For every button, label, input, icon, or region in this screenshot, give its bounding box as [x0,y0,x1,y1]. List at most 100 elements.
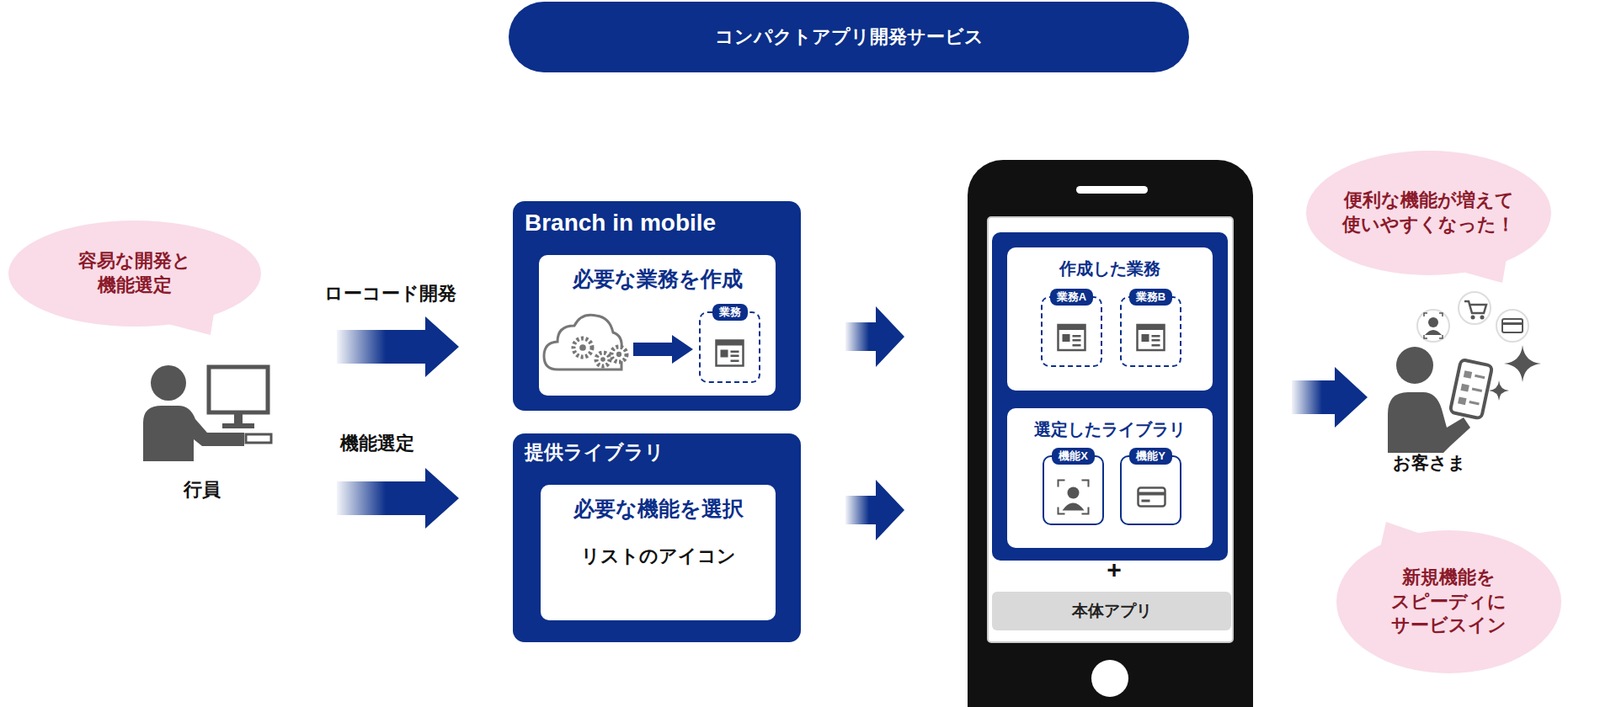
block-arrow [1291,367,1368,428]
window-image [1141,334,1150,342]
phone-item [1457,396,1467,406]
speech-bubble: 便利な機能が増えて 使いやすくなった！ [1306,150,1552,276]
small-arrow [633,335,694,364]
speech-bubble: 容易な開発と 機能選定 [8,220,262,327]
phone-item [1468,400,1479,406]
face-icon [1058,480,1089,515]
tile-tab: 業務 [712,304,748,321]
tile-icon [1121,457,1180,524]
face-icon [1428,317,1439,328]
staff-icon [143,365,272,462]
doc-icon [1137,325,1165,351]
cart-wheel [1471,315,1476,320]
window [716,341,744,367]
window-line [730,355,740,358]
box-heading: Branch in mobile [524,208,790,239]
gear-hub [579,344,587,352]
gear [596,352,610,367]
function-tile: 機能Y [1120,455,1182,526]
box-heading: 本体アプリ [1072,601,1152,623]
caption-label: お客さま [1392,451,1467,475]
phone-speaker [1076,186,1148,194]
box-heading: 選定したライブラリ [1034,418,1186,441]
gear [611,346,627,363]
customer-phone [1450,359,1493,420]
bubble-ellipse [1336,530,1562,674]
box-heading: 便利な機能が増えて 使いやすくなった！ [1342,188,1515,237]
bubble-shape [8,220,262,327]
block-arrow [845,306,905,368]
box-heading: 必要な業務を作成 [572,265,743,294]
smartphone [967,160,1254,707]
phone-item [1463,370,1472,379]
gear-hub [600,357,606,363]
face-body [1062,503,1085,512]
bubble-shape [1306,150,1552,276]
box-heading: 新規機能を スピーディに サービスイン [1391,565,1507,639]
function-tile: 業務B [1120,296,1182,368]
block-arrow [845,480,905,541]
window-line [1072,335,1082,338]
face-frame [1058,480,1089,515]
tile-icon [1042,298,1101,366]
block-arrow [336,468,459,529]
monitor-stand [234,412,243,425]
function-tile: 業務 [698,311,761,384]
content-box: 必要な機能を選択リストのアイコン [540,485,776,621]
service-panel: 必要な機能を選択リストのアイコン 提供ライブラリ [512,433,801,643]
bubble-tail [1378,522,1430,554]
window-image [720,350,729,358]
caption-label: 行員 [183,477,221,503]
customer-icon [1387,292,1542,454]
phone-body [967,160,1254,707]
phone-item [1472,387,1483,392]
window-line [1072,339,1082,342]
card [1138,488,1166,507]
gear-hub [616,352,622,358]
feature-icons [1417,292,1529,342]
phone-outline [1450,359,1493,420]
card-icon [1502,319,1523,333]
cart-icon [1464,301,1487,314]
title: コンパクトアプリ開発サービス [714,24,984,50]
tile-icon [700,313,759,382]
phone-screen [987,217,1233,643]
monitor [208,367,268,413]
doc-icon [716,341,744,367]
card-number [1141,500,1151,503]
bubble-ellipse [1306,150,1552,276]
icon-circle [1417,309,1450,342]
gear [573,338,592,358]
app-panel [992,232,1228,561]
box-heading: 提供ライブラリ [524,440,790,466]
sparkle [1488,380,1510,401]
tile-tab: 機能X [1051,448,1095,465]
cloud-icon [544,314,694,370]
home-button [1091,660,1129,698]
window [1137,325,1165,351]
phone-item [1460,384,1469,393]
base-app-bar: 本体アプリ [992,592,1232,631]
tile-icon [1121,298,1180,366]
phone-item [1474,374,1485,379]
window-line [1152,335,1161,338]
bubble-tail [1452,254,1508,283]
bubble-tail [157,309,215,336]
window-bar [716,341,744,347]
keyboard [245,434,272,443]
tile-tab: 業務A [1050,288,1094,306]
tile-icon [1044,457,1103,524]
window-bar [1058,325,1086,331]
tile-tab: 業務B [1129,288,1173,306]
bubble-ellipse [8,220,262,327]
customer-head [1396,346,1434,384]
box-heading: 容易な開発と 機能選定 [78,249,192,298]
block-arrow [336,316,459,378]
sparkle [1504,345,1542,383]
face-head [1067,487,1080,500]
service-panel: 業務 必要な業務を作成 Branch in mobile [512,201,801,411]
icon-circle [1496,309,1529,342]
title-pill: コンパクトアプリ開発サービス [508,1,1190,73]
window-line [730,360,740,363]
